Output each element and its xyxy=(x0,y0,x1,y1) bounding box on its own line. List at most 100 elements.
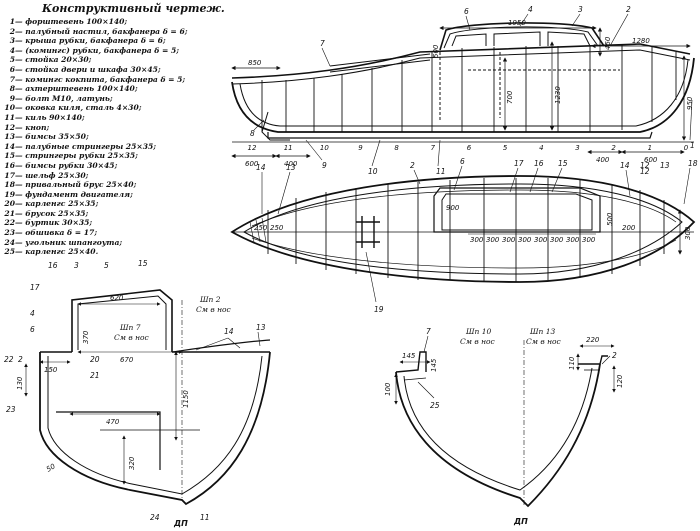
legend-item: 12— кноп; xyxy=(2,123,234,133)
profile-callout-2: 2 xyxy=(626,5,631,14)
section2-dim-145b: 145 xyxy=(430,358,438,372)
section-view-frames-7-2 xyxy=(24,289,271,506)
plan-frame-spacing: 300 xyxy=(566,236,580,244)
legend-item-text: — кноп; xyxy=(15,122,50,132)
legend-item-number: 6 xyxy=(9,64,15,74)
profile-frame-number: 6 xyxy=(467,144,472,152)
legend-item: 20— карленгс 25×35; xyxy=(2,199,234,209)
section1-dim-150: 150 xyxy=(44,366,58,374)
legend-item: 18— привальный брус 25×40; xyxy=(2,180,234,190)
section2-caption-frame10: Шп 10 xyxy=(465,327,492,336)
section1-dim-370: 370 xyxy=(82,330,90,344)
legend-item-number: 7 xyxy=(9,74,15,84)
section1-callout-20: 20 xyxy=(90,355,100,364)
plan-dim-300: 300 xyxy=(684,226,692,240)
legend-item-text: — палубный настил, бакфанера δ = 6; xyxy=(15,26,188,36)
legend-item-number: 20 xyxy=(4,199,15,209)
section1-callout-23: 23 xyxy=(6,405,16,414)
legend-item-text: — бимсы рубки 30×45; xyxy=(15,160,118,170)
plan-callout-16: 16 xyxy=(534,159,544,168)
section1-caption-frame2: Шп 2 xyxy=(199,295,221,304)
legend-item-text: — крыша рубки, бакфанера δ = 6; xyxy=(15,36,166,46)
profile-dim-450: 450 xyxy=(604,36,612,50)
legend-item: 21— брусок 25×35; xyxy=(2,209,234,219)
profile-dim-950: 950 xyxy=(686,96,694,110)
legend-item: 11— киль 90×140; xyxy=(2,113,234,123)
section1-dim-130: 130 xyxy=(16,376,24,390)
section1-callout-17: 17 xyxy=(30,283,40,292)
plan-callout-17: 17 xyxy=(514,159,524,168)
legend-item: 2— палубный настил, бакфанера δ = 6; xyxy=(2,27,234,37)
legend-item: 16— бимсы рубки 30×45; xyxy=(2,161,234,171)
legend: Конструктивный чертеж. 1— форштевень 100… xyxy=(2,2,234,257)
legend-item: 24— угольник шпангоута; xyxy=(2,238,234,248)
plan-frame-spacing: 300 xyxy=(582,236,596,244)
section1-dim-1150: 1150 xyxy=(182,390,190,408)
profile-dim-1230: 1230 xyxy=(554,86,562,104)
legend-item-number: 8 xyxy=(9,84,15,94)
section2-callout-2: 2 xyxy=(612,351,617,360)
profile-frame-number: 10 xyxy=(320,144,329,152)
legend-item-text: — стойка двери и шкафа 30×45; xyxy=(15,64,161,74)
section1-dim-620: 620 xyxy=(110,294,124,302)
plan-frame-spacing: 300 xyxy=(534,236,548,244)
legend-item-text: — комингс кокпита, бакфанера δ = 5; xyxy=(15,74,186,84)
plan-dim-500: 500 xyxy=(606,212,614,226)
legend-item-text: — карленгс 25×40. xyxy=(15,247,99,257)
plan-frame-spacing: 300 xyxy=(470,236,484,244)
section2-dim-145a: 145 xyxy=(402,352,416,360)
section2-captions: Шп 10 См в нос Шп 13 См в нос xyxy=(460,327,562,346)
legend-item-number: 9 xyxy=(9,93,15,103)
legend-item: 17— шельф 25×30; xyxy=(2,171,234,181)
profile-callout-12: 12 xyxy=(640,167,650,176)
legend-item-text: — фундамент двигателя; xyxy=(15,189,133,199)
legend-title: Конструктивный чертеж. xyxy=(42,2,225,15)
section2-dim-220: 220 xyxy=(586,336,600,344)
section2-callouts: 7 25 2 ДП xyxy=(426,327,617,526)
section2-caption-frame13-note: См в нос xyxy=(526,337,562,346)
plan-callout-15: 15 xyxy=(558,159,568,168)
profile-frame-number: 8 xyxy=(394,144,399,152)
legend-item-number: 25 xyxy=(4,247,15,257)
section2-dim-100: 100 xyxy=(384,382,392,396)
legend-item-number: 24 xyxy=(4,237,15,247)
section2-caption-frame10-note: См в нос xyxy=(460,337,496,346)
plan-frame-spacing: 300 xyxy=(550,236,564,244)
legend-item-number: 13 xyxy=(4,132,15,142)
legend-item-text: — угольник шпангоута; xyxy=(15,237,123,247)
section1-caption-frame7: Шп 7 xyxy=(119,323,141,332)
profile-dim-1950: 1950 xyxy=(508,19,526,27)
profile-dim-600b: 600 xyxy=(644,156,658,164)
profile-callout-11: 11 xyxy=(436,167,446,176)
plan-callout-13b: 13 xyxy=(286,163,296,172)
legend-item: 7— комингс кокпита, бакфанера δ = 5; xyxy=(2,75,234,85)
plan-dimensions: 900 250 250 200 500 300 xyxy=(254,204,692,240)
legend-item: 5— стойка 20×30; xyxy=(2,55,234,65)
profile-frame-number: 5 xyxy=(503,144,508,152)
legend-item-text: — обшивка δ = 17; xyxy=(15,228,98,238)
profile-frame-number: 11 xyxy=(284,144,293,152)
section1-callout-5: 5 xyxy=(104,261,109,270)
profile-callout-4: 4 xyxy=(528,5,533,14)
legend-item-text: — ахтерштевень 100×140; xyxy=(15,84,138,94)
profile-view xyxy=(231,13,695,167)
plan-callouts: 2 6 17 16 15 14 12 13 18 14 13 19 xyxy=(256,157,698,314)
legend-item-text: — болт М10, латунь; xyxy=(15,93,113,103)
legend-item-text: — бимсы 35×50; xyxy=(15,132,89,142)
section1-captions: Шп 7 См в нос Шп 2 См в нос xyxy=(114,295,232,342)
legend-item: 9— болт М10, латунь; xyxy=(2,94,234,104)
section1-callout-2: 2 xyxy=(18,355,23,364)
legend-item-number: 19 xyxy=(4,189,15,199)
legend-item: 19— фундамент двигателя; xyxy=(2,190,234,200)
legend-item: 25— карленгс 25×40. xyxy=(2,247,234,257)
plan-frame-spacing: 300 xyxy=(486,236,500,244)
legend-item-text: — стрингеры рубки 25×35; xyxy=(15,151,138,161)
section2-callout-25: 25 xyxy=(430,401,440,410)
section1-callouts: 16 3 5 15 17 4 6 20 21 22 2 23 14 13 24 … xyxy=(4,259,266,528)
section2-caption-frame13: Шп 13 xyxy=(529,327,556,336)
profile-dim-850: 850 xyxy=(248,59,262,67)
legend-item-text: — привальный брус 25×40; xyxy=(15,180,137,190)
section1-dimensions: 620 370 670 150 130 470 1150 320 50 xyxy=(16,294,190,474)
